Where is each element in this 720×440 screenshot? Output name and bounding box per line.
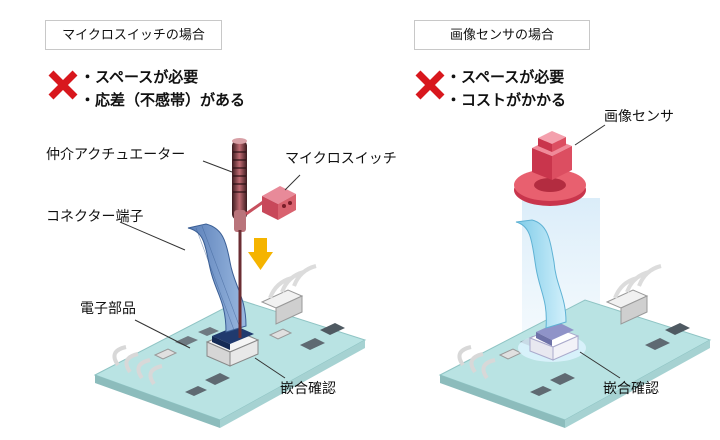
actuator xyxy=(232,138,267,338)
label-micro-switch: マイクロスイッチ xyxy=(285,151,397,167)
right-cable xyxy=(515,219,567,329)
left-con-2: ・応差（不感帯）がある xyxy=(80,91,246,109)
right-title: 画像センサの場合 xyxy=(449,27,554,43)
image-sensor xyxy=(514,131,586,206)
right-title-box: 画像センサの場合 xyxy=(414,20,590,50)
cross-icon xyxy=(415,70,445,100)
left-title-box: マイクロスイッチの場合 xyxy=(45,20,222,50)
left-title: マイクロスイッチの場合 xyxy=(62,27,205,43)
label-connector: コネクター端子 xyxy=(46,209,144,225)
label-image-sensor: 画像センサ xyxy=(604,109,674,125)
down-arrow-icon xyxy=(248,238,273,270)
right-con-2: ・コストがかかる xyxy=(446,91,567,109)
label-component: 電子部品 xyxy=(80,301,136,317)
left-con-1: ・スペースが必要 xyxy=(80,68,199,86)
label-check-right: 嵌合確認 xyxy=(603,381,659,397)
label-actuator: 仲介アクチュエーター xyxy=(46,147,186,163)
cross-icon xyxy=(48,70,78,100)
left-connector xyxy=(205,326,260,367)
micro-switch xyxy=(262,186,296,220)
right-con-1: ・スペースが必要 xyxy=(446,68,565,86)
label-check-left: 嵌合確認 xyxy=(280,381,336,397)
right-connector xyxy=(518,322,586,362)
